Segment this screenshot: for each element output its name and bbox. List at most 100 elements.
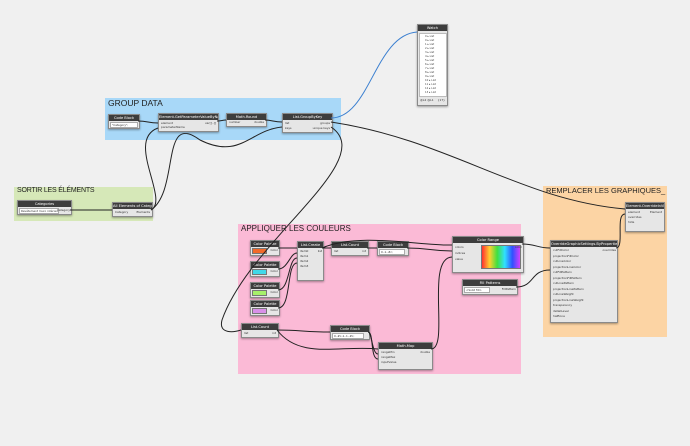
input-port[interactable]: transparency	[553, 303, 573, 307]
color-gradient-preview	[481, 245, 521, 269]
output-port[interactable]: Elements	[136, 210, 150, 214]
all-elements-node[interactable]: All Elements of Category Category Elemen…	[112, 202, 153, 217]
list-create-node[interactable]: List.Create item0 item1 item2 item3 list	[297, 241, 324, 281]
input-port[interactable]: list	[334, 249, 339, 253]
output-port[interactable]: overrides	[602, 248, 616, 252]
output-port[interactable]: Color	[270, 290, 278, 294]
output-port[interactable]: color	[514, 245, 522, 249]
code-input[interactable]: "Category";	[110, 122, 138, 128]
input-port[interactable]: item2	[300, 259, 309, 263]
list-item: 6 ▸ List	[425, 63, 435, 66]
node-title: Math.Round	[227, 114, 266, 120]
output-port[interactable]: list	[317, 249, 322, 253]
input-port[interactable]: projectionLineWeight	[553, 297, 584, 302]
list-count-node[interactable]: List.Count list int	[241, 323, 279, 338]
input-port[interactable]: item1	[300, 254, 309, 258]
math-round-node[interactable]: Math.Round number double	[226, 113, 267, 127]
list-item: 8 ▸ List	[425, 71, 435, 74]
color-range-node[interactable]: Color Range colors indices value color	[452, 236, 524, 273]
color-swatch[interactable]	[252, 290, 267, 296]
input-port[interactable]: list	[285, 121, 290, 125]
output-port[interactable]: int	[362, 249, 366, 253]
node-title: List.Count	[242, 324, 278, 330]
categories-node[interactable]: Categories Revêtement muro intérieur Cat…	[17, 200, 72, 215]
watch-footer-count: {17}	[437, 98, 445, 102]
fill-patterns-node[interactable]: Fill Patterns <Solid fill> FillPattern	[462, 279, 518, 295]
input-port[interactable]: list	[244, 331, 249, 335]
code-block-node[interactable]: Code Block 0..#c-1..1..#c;	[330, 325, 370, 340]
color-palette-node[interactable]: Color Palette Color	[250, 300, 280, 316]
group-remplacer-title: REMPLACER LES GRAPHIQUES_	[546, 186, 666, 195]
color-swatch[interactable]	[252, 248, 267, 254]
input-port[interactable]: cutLineColor	[553, 259, 572, 263]
input-port[interactable]: cutLinePattern	[553, 281, 574, 285]
input-port[interactable]: parameterName	[161, 125, 185, 129]
input-port[interactable]: rangeMin	[381, 350, 395, 354]
input-port[interactable]: cutLineWeight	[553, 292, 574, 296]
output-port[interactable]: Color	[270, 269, 278, 273]
input-port[interactable]: indices	[455, 251, 466, 255]
list-item: 7 ▸ List	[425, 67, 435, 70]
input-port[interactable]: hide	[628, 220, 635, 224]
code-input[interactable]: 0..#c-1..1..#c;	[332, 333, 364, 339]
watch-node[interactable]: Watch 0 ▸ List 0 ▸ List 1 ▸ List 2 ▸ Lis…	[417, 24, 448, 106]
list-count-node[interactable]: List.Count list int	[331, 241, 369, 256]
input-port[interactable]: cutFillColor	[553, 248, 569, 252]
input-port[interactable]: projectionFillPattern	[553, 275, 582, 280]
override-settings-node[interactable]: OverrideGraphicSettings.ByProperties cut…	[550, 240, 618, 323]
color-palette-node[interactable]: Color Palette Color	[250, 261, 280, 277]
color-palette-node[interactable]: Color Palette Color	[250, 282, 280, 298]
output-port[interactable]: double	[420, 350, 430, 354]
input-port[interactable]: element	[161, 121, 173, 125]
output-port[interactable]: unique keys	[312, 126, 330, 130]
input-port[interactable]: item0	[300, 249, 309, 253]
output-port[interactable]: Element	[650, 210, 662, 214]
code-block-node[interactable]: Code Block 0..1..#c;	[377, 241, 409, 256]
input-port[interactable]: detailLevel	[553, 308, 569, 313]
input-port[interactable]: number	[229, 120, 241, 124]
output-port[interactable]: Color	[270, 248, 278, 252]
input-port[interactable]: element	[628, 210, 640, 214]
input-port[interactable]: projectionLineColor	[553, 264, 582, 269]
input-port[interactable]: Category	[115, 210, 129, 214]
math-map-node[interactable]: Math.Map rangeMin rangeMax inputValue do…	[378, 342, 433, 370]
input-port[interactable]: keys	[285, 126, 292, 130]
input-port[interactable]: projectionFillColor	[553, 253, 579, 258]
input-port[interactable]: overrides	[628, 215, 642, 219]
output-port[interactable]: Category	[56, 208, 70, 212]
code-input[interactable]: 0..1..#c;	[379, 249, 405, 255]
output-port[interactable]: groups	[320, 121, 330, 125]
category-dropdown[interactable]: Revêtement muro intérieur	[19, 208, 59, 214]
code-block-node[interactable]: Code Block "Category";	[108, 114, 140, 129]
pattern-dropdown[interactable]: <Solid fill>	[464, 287, 490, 293]
list-groupbykey-node[interactable]: List.GroupByKey list keys groups unique …	[282, 113, 333, 133]
output-port[interactable]: FillPattern	[501, 287, 516, 291]
input-port[interactable]: rangeMax	[381, 355, 396, 359]
node-title: Element.GetParameterValueByName	[159, 114, 218, 120]
list-item: 0 ▸ List	[425, 39, 435, 42]
color-swatch[interactable]	[252, 269, 267, 275]
node-title: Color Palette	[251, 283, 279, 289]
get-parameter-node[interactable]: Element.GetParameterValueByName element …	[158, 113, 219, 132]
list-item: 12 ▸ List	[425, 87, 436, 90]
node-title: Watch	[418, 25, 447, 31]
override-in-view-node[interactable]: Element.OverrideInView element overrides…	[625, 202, 665, 232]
input-port[interactable]: halftone	[553, 314, 565, 318]
color-swatch[interactable]	[252, 308, 267, 314]
list-item: 9 ▸ List	[425, 75, 435, 78]
output-port[interactable]: var[]..[]	[204, 121, 216, 125]
node-title: Code Block	[378, 242, 408, 248]
node-title: Color Palette	[251, 301, 279, 307]
color-palette-node[interactable]: Color Palette Color	[250, 240, 280, 256]
input-port[interactable]: item3	[300, 264, 309, 268]
list-item: 1 ▸ List	[425, 43, 435, 46]
input-port[interactable]: inputValue	[381, 360, 397, 364]
output-port[interactable]: int	[272, 331, 276, 335]
input-port[interactable]: cutFillPattern	[553, 270, 572, 274]
input-port[interactable]: projectionLinePattern	[553, 286, 584, 291]
input-port[interactable]: value	[455, 257, 463, 261]
output-port[interactable]: double	[254, 120, 264, 124]
output-port[interactable]: Color	[270, 308, 278, 312]
input-port[interactable]: colors	[455, 245, 464, 249]
